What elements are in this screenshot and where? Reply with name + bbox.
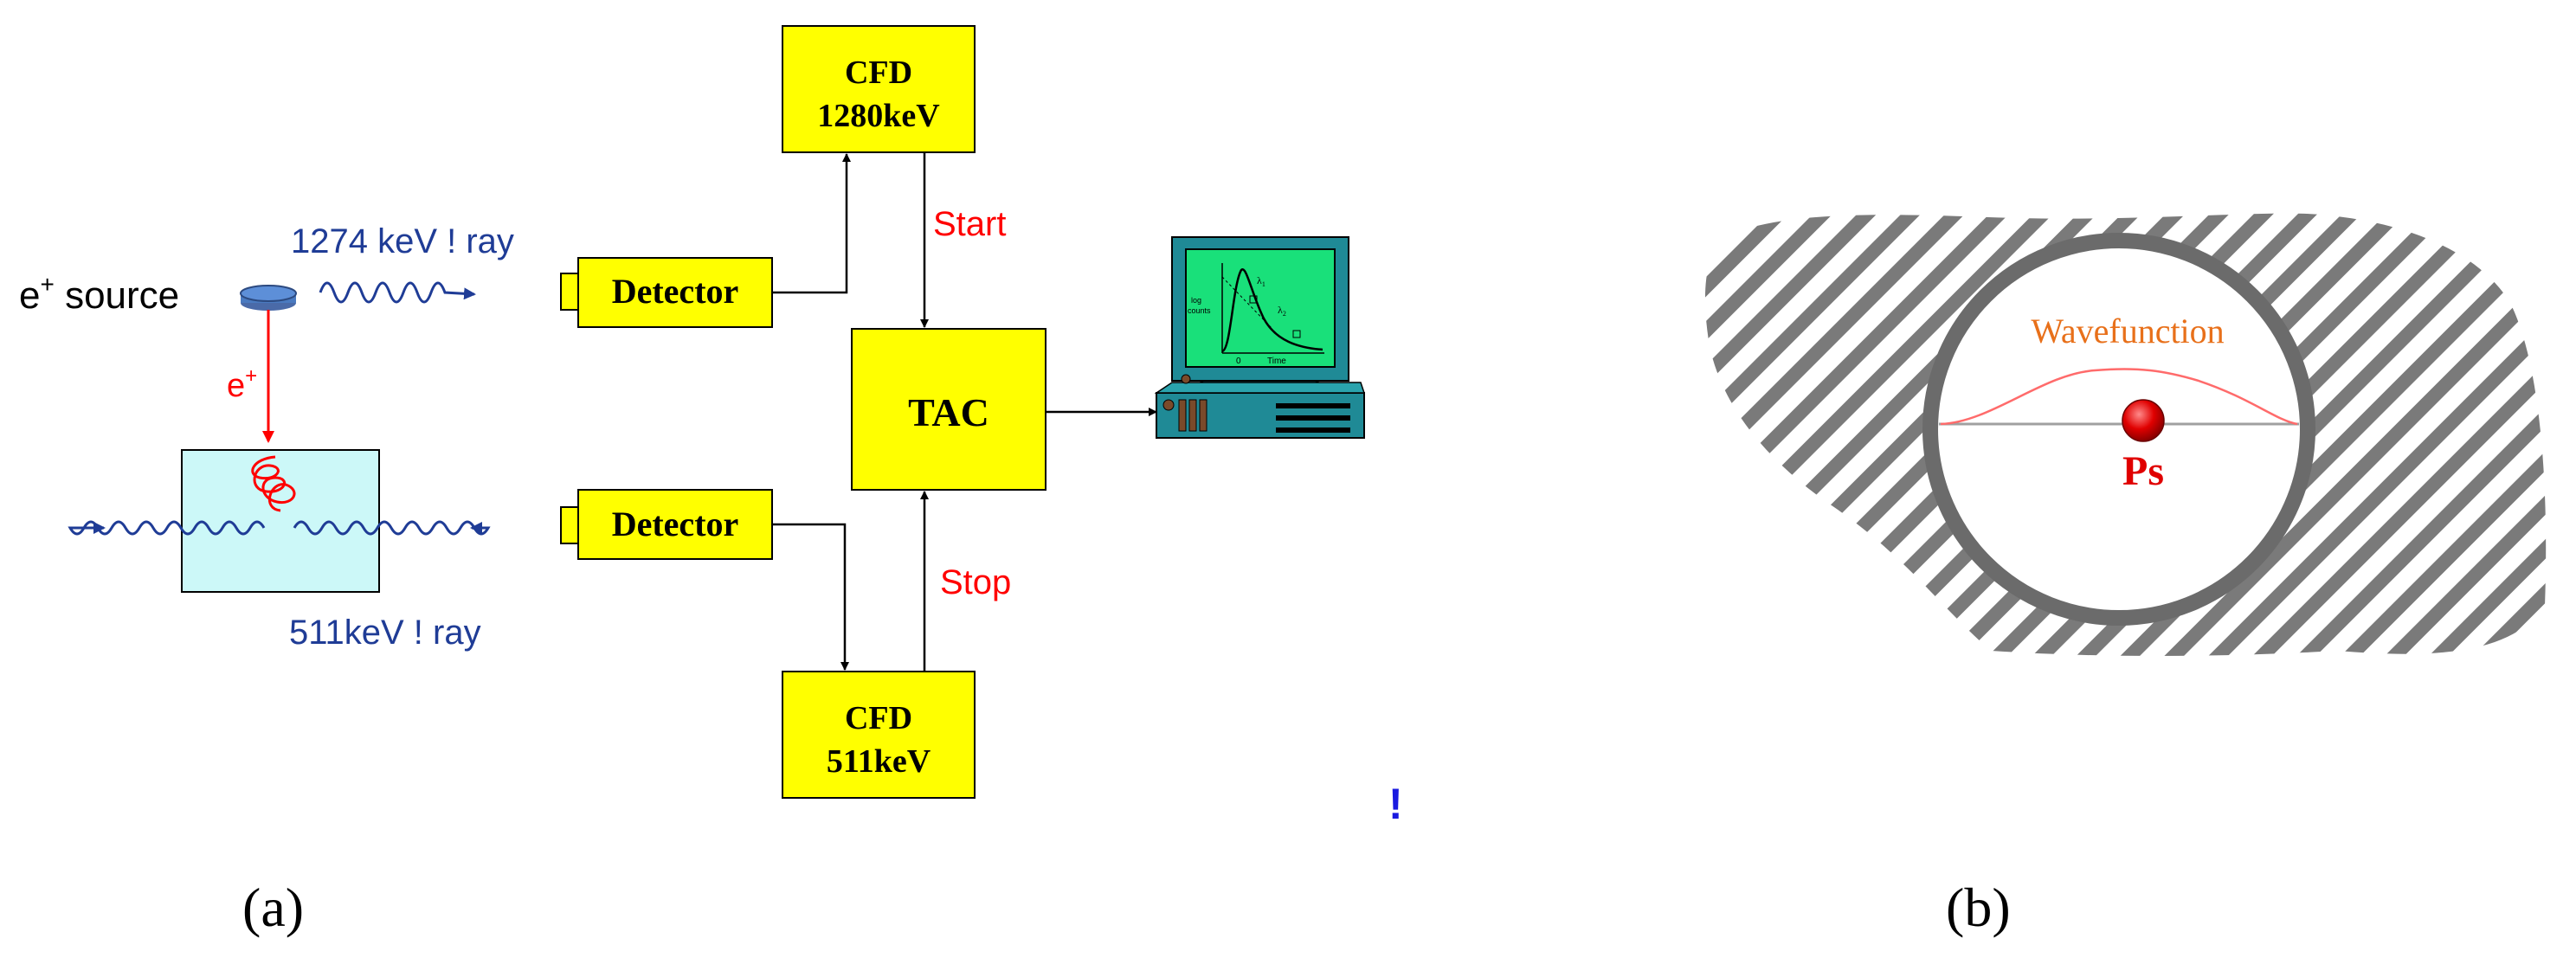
detector-bottom-label: Detector	[612, 505, 739, 543]
wavefunction-label: Wavefunction	[2031, 312, 2224, 350]
cfd-top-line1: CFD	[845, 55, 912, 91]
pore-ring	[1922, 233, 2315, 626]
stray-mark: !	[1388, 780, 1403, 828]
positron-scribble-icon	[251, 455, 296, 512]
signal-connectors	[772, 152, 1157, 672]
screen-xlabel: Time	[1267, 357, 1286, 366]
source-disk-icon	[240, 285, 297, 311]
screen-ylabel-line2: counts	[1188, 306, 1211, 315]
cfd-top: CFD 1280keV	[782, 25, 976, 153]
gamma-1274-label: 1274 keV ! ray	[291, 222, 514, 260]
gamma-511-left-wave-icon	[68, 520, 266, 536]
start-label: Start	[933, 205, 1006, 243]
cfd-bottom-line2: 511keV	[827, 743, 931, 780]
detector-top-label: Detector	[612, 272, 739, 311]
ps-particle-icon	[2122, 399, 2165, 442]
detector-bottom: Detector	[560, 489, 773, 560]
screen-decay-plot: log counts Time 0 λ1 λ2	[1188, 263, 1324, 366]
cfd-top-line2: 1280keV	[817, 98, 940, 134]
tac-label: TAC	[908, 390, 989, 434]
screen-origin-label: 0	[1236, 357, 1241, 366]
cfd-bottom-line1: CFD	[845, 700, 912, 736]
sample-box	[181, 449, 380, 593]
caption-a: (a)	[242, 877, 304, 938]
screen-ylabel-line1: log	[1191, 296, 1201, 305]
tac-box: TAC	[851, 328, 1046, 491]
stop-label: Stop	[940, 563, 1011, 601]
wavefunction-curve	[1940, 368, 2298, 426]
positron-label: e+	[227, 364, 257, 404]
cfd-bottom: CFD 511keV	[782, 671, 976, 799]
gamma-511-right-wave-icon	[293, 520, 491, 536]
panel-b: Wavefunction Ps (b)	[1705, 213, 2547, 938]
ps-label: Ps	[2122, 448, 2164, 494]
computer-icon: log counts Time 0 λ1 λ2	[1154, 236, 1366, 439]
screen-lambda2: λ2	[1278, 304, 1286, 318]
caption-b: (b)	[1946, 877, 2011, 938]
gamma-1274-wave-icon	[319, 281, 476, 304]
gamma-511-label: 511keV ! ray	[289, 614, 481, 652]
screen-lambda1: λ1	[1257, 274, 1265, 288]
detector-top: Detector	[560, 257, 773, 328]
source-label: e+ source	[19, 271, 179, 317]
panel-a: e+ source 1274 keV ! ray e+ 511keV ! ray…	[19, 25, 1403, 938]
